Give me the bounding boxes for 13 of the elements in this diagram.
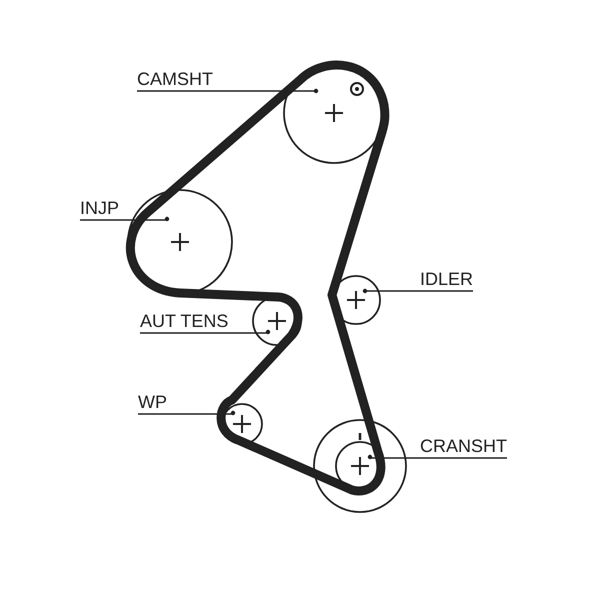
- leader-line: [80, 216, 170, 222]
- leader-line: [140, 330, 270, 334]
- leader-line: [362, 288, 474, 294]
- pulley-drawing: [312, 418, 408, 514]
- leader-line: [137, 88, 318, 94]
- part-label: IDLER: [420, 268, 474, 290]
- part-label: AUT TENS: [140, 310, 228, 332]
- part-label: WP: [138, 391, 167, 413]
- part-label: CAMSHT: [137, 68, 213, 90]
- leader-line: [138, 410, 236, 416]
- part-label: INJP: [80, 197, 120, 219]
- leader-line: [368, 454, 508, 460]
- part-label: CRANSHT: [420, 435, 508, 457]
